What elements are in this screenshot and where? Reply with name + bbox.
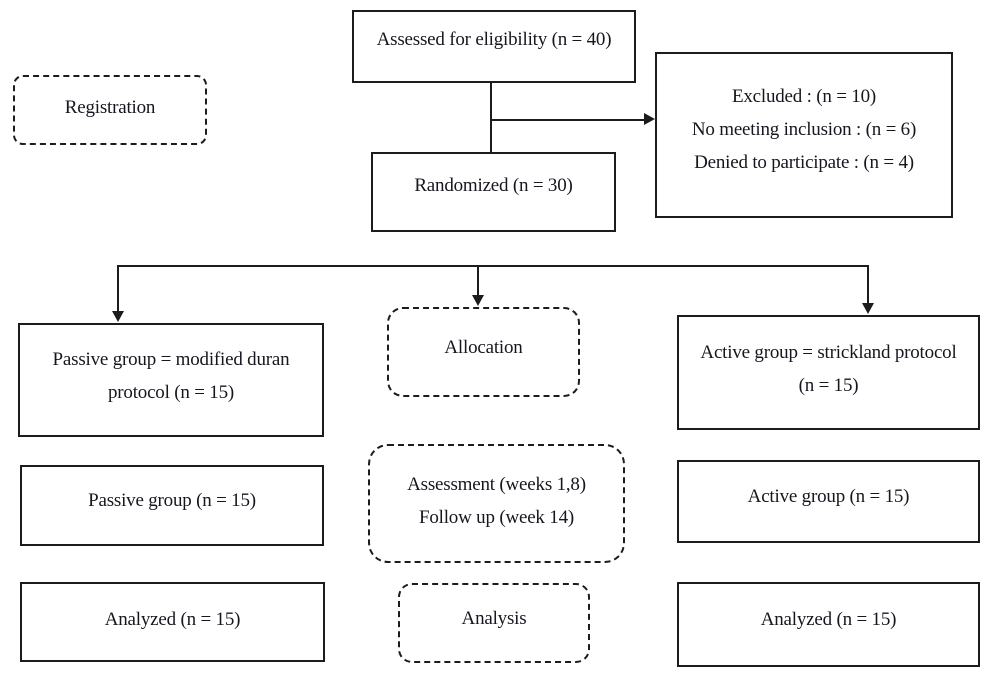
stage-label-registration: Registration <box>64 96 156 118</box>
assessed-eligibility-label: Assessed for eligibility (n = 40) <box>376 29 612 50</box>
down-arrowhead-allocation-icon <box>472 295 484 306</box>
passive-group-label: Passive group (n = 15) <box>88 490 256 511</box>
down-arrowhead-active-icon <box>862 303 874 314</box>
connector-to-active-protocol <box>867 265 869 303</box>
stage-box-assessment: Assessment (weeks 1,8) Follow up (week 1… <box>368 444 625 563</box>
active-group-label: Active group (n = 15) <box>747 486 910 507</box>
flow-box-passive-protocol: Passive group = modified duran protocol … <box>18 323 324 437</box>
excluded-line-2: No meeting inclusion : (n = 6) <box>691 118 917 140</box>
right-arrowhead-icon <box>644 113 655 125</box>
stage-label-allocation: Allocation <box>444 336 523 358</box>
excluded-line-1: Excluded : (n = 10) <box>731 85 877 107</box>
flow-box-analyzed-passive: Analyzed (n = 15) <box>20 582 325 662</box>
excluded-line-3: Denied to participate : (n = 4) <box>694 151 914 173</box>
connector-to-passive-protocol <box>117 265 119 311</box>
stage-box-registration: Registration <box>13 75 207 145</box>
stage-box-allocation: Allocation <box>387 307 580 397</box>
assessment-line-1: Assessment (weeks 1,8) <box>407 473 586 495</box>
flow-box-assessed-eligibility: Assessed for eligibility (n = 40) <box>352 10 636 83</box>
active-protocol-line-2: (n = 15) <box>798 374 859 396</box>
flow-box-randomized: Randomized (n = 30) <box>371 152 616 232</box>
analyzed-active-label: Analyzed (n = 15) <box>760 609 897 630</box>
stage-label-analysis: Analysis <box>461 607 527 629</box>
stage-box-analysis: Analysis <box>398 583 590 663</box>
active-protocol-line-1: Active group = strickland protocol <box>700 341 957 363</box>
flow-box-excluded: Excluded : (n = 10) No meeting inclusion… <box>655 52 953 218</box>
flow-box-active-group: Active group (n = 15) <box>677 460 980 543</box>
flow-box-active-protocol: Active group = strickland protocol (n = … <box>677 315 980 430</box>
assessment-line-2: Follow up (week 14) <box>418 506 575 528</box>
connector-assessed-to-randomized <box>490 83 492 152</box>
flow-box-passive-group: Passive group (n = 15) <box>20 465 324 546</box>
passive-protocol-line-2: protocol (n = 15) <box>107 382 235 403</box>
connector-to-excluded <box>490 119 644 121</box>
branch-line-randomized-split <box>117 265 869 267</box>
passive-protocol-line-1: Passive group = modified duran <box>52 349 290 370</box>
down-arrowhead-passive-icon <box>112 311 124 322</box>
flow-box-analyzed-active: Analyzed (n = 15) <box>677 582 980 667</box>
analyzed-passive-label: Analyzed (n = 15) <box>104 608 241 630</box>
randomized-label: Randomized (n = 30) <box>414 174 573 196</box>
connector-to-allocation <box>477 265 479 295</box>
